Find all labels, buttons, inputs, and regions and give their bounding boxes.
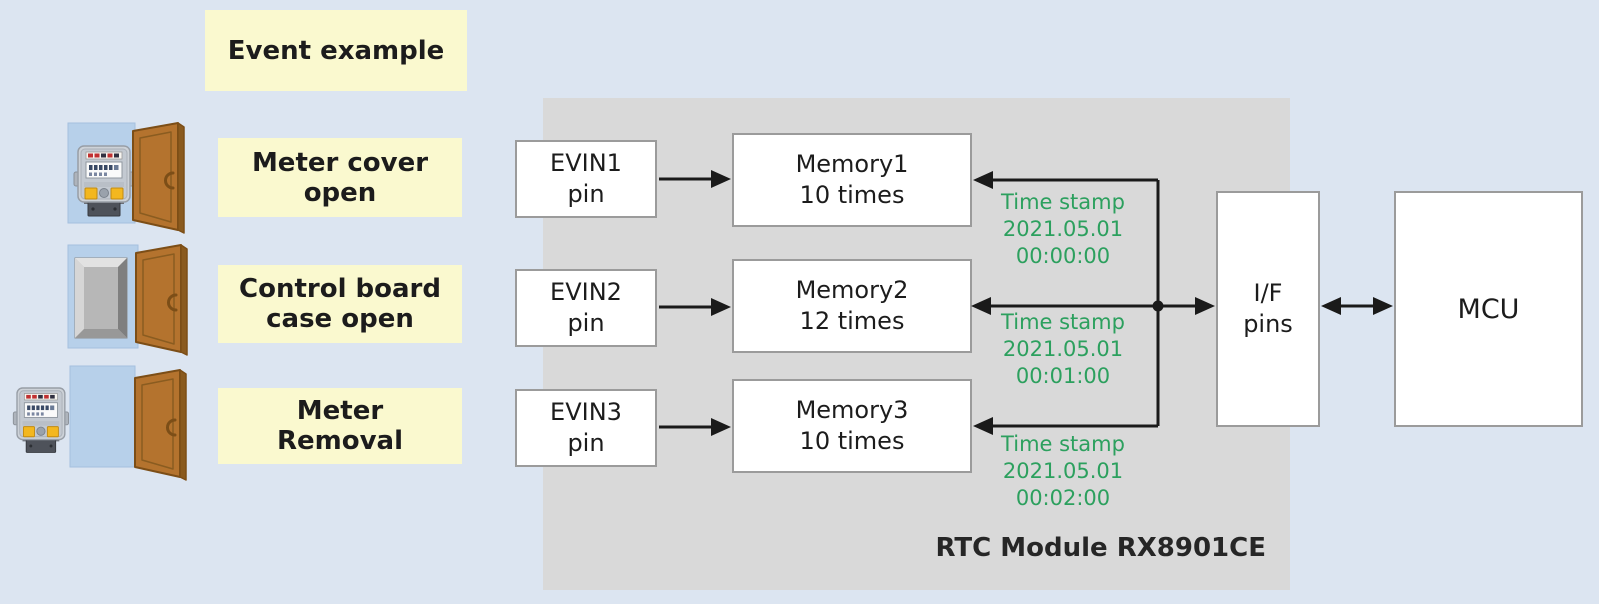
memory-count: 10 times bbox=[799, 181, 905, 209]
meter-cover-open-illustration bbox=[67, 121, 186, 235]
open-door-icon bbox=[134, 243, 189, 357]
open-door-icon bbox=[133, 368, 188, 482]
mcu-label: MCU bbox=[1457, 293, 1520, 325]
timestamp-line: Time stamp bbox=[1001, 432, 1125, 456]
interface-line: pins bbox=[1243, 310, 1293, 338]
timestamp-line: 2021.05.01 bbox=[1002, 459, 1124, 483]
memory-name: Memory2 bbox=[795, 276, 909, 304]
evin1-pin-box: EVIN1 pin bbox=[515, 140, 657, 218]
event-label-line: Meter bbox=[296, 396, 384, 426]
event-label-line: Control board bbox=[239, 274, 441, 304]
arrow-if-to-mcu-bidirectional bbox=[1321, 297, 1393, 315]
interface-line: I/F bbox=[1253, 279, 1283, 307]
timestamp-memory2: Time stamp 2021.05.01 00:01:00 bbox=[978, 309, 1148, 390]
timestamp-line: 2021.05.01 bbox=[1002, 217, 1124, 241]
memory2-box: Memory2 12 times bbox=[732, 259, 972, 353]
mcu-box: MCU bbox=[1394, 191, 1583, 427]
removed-meter-icon bbox=[12, 387, 70, 454]
meter-removal-illustration bbox=[12, 365, 188, 482]
event-label-line: case open bbox=[266, 304, 414, 334]
timestamp-line: 00:00:00 bbox=[1015, 244, 1111, 268]
timestamp-memory3: Time stamp 2021.05.01 00:02:00 bbox=[978, 431, 1148, 512]
event-label-line: open bbox=[303, 177, 377, 208]
event-label-line: Removal bbox=[276, 426, 403, 456]
control-board-cover-icon bbox=[74, 257, 128, 339]
event-label-control-board-case-open: Control board case open bbox=[218, 265, 462, 343]
open-door-icon bbox=[131, 121, 186, 235]
timestamp-line: 2021.05.01 bbox=[1002, 337, 1124, 361]
interface-pins-box: I/F pins bbox=[1216, 191, 1320, 427]
pin-name: EVIN2 bbox=[550, 278, 622, 306]
timestamp-memory1: Time stamp 2021.05.01 00:00:00 bbox=[978, 189, 1148, 270]
pin-name: EVIN1 bbox=[550, 149, 622, 177]
memory3-box: Memory3 10 times bbox=[732, 379, 972, 473]
pin-sub: pin bbox=[567, 429, 605, 457]
legend-title-text: Event example bbox=[227, 35, 445, 66]
evin2-pin-box: EVIN2 pin bbox=[515, 269, 657, 347]
memory-count: 12 times bbox=[799, 307, 905, 335]
evin3-pin-box: EVIN3 pin bbox=[515, 389, 657, 467]
memory-count: 10 times bbox=[799, 427, 905, 455]
rtc-module-label: RTC Module RX8901CE bbox=[935, 533, 1266, 563]
timestamp-line: Time stamp bbox=[1001, 190, 1125, 214]
timestamp-line: Time stamp bbox=[1001, 310, 1125, 334]
memory1-box: Memory1 10 times bbox=[732, 133, 972, 227]
pin-sub: pin bbox=[567, 309, 605, 337]
empty-cabinet-panel bbox=[69, 365, 136, 468]
control-board-case-open-illustration bbox=[67, 243, 189, 357]
pin-sub: pin bbox=[567, 180, 605, 208]
event-label-meter-cover-open: Meter cover open bbox=[218, 138, 462, 217]
event-label-meter-removal: Meter Removal bbox=[218, 388, 462, 464]
event-label-line: Meter cover bbox=[251, 147, 429, 178]
memory-name: Memory3 bbox=[795, 396, 909, 424]
legend-title: Event example bbox=[205, 10, 467, 91]
memory-name: Memory1 bbox=[795, 150, 909, 178]
pin-name: EVIN3 bbox=[550, 398, 622, 426]
timestamp-line: 00:02:00 bbox=[1015, 486, 1111, 510]
timestamp-line: 00:01:00 bbox=[1015, 364, 1111, 388]
